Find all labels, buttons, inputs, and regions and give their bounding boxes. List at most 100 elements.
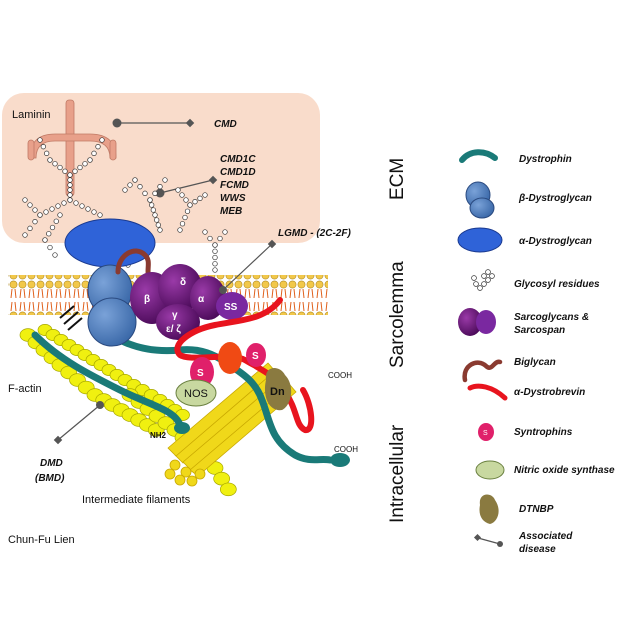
glycosyl-bead — [187, 202, 193, 208]
cooh-label-2: COOH — [334, 445, 358, 454]
glycosyl-bead — [72, 168, 78, 174]
glycosyl-bead — [27, 225, 33, 231]
dystrobrevin-shape — [174, 297, 315, 433]
glycosyl-icon — [471, 269, 495, 291]
glycosyl-bead — [212, 261, 218, 267]
legend-label-dtnbp: DTNBP — [519, 504, 554, 515]
author-label: Chun-Fu Lien — [8, 534, 75, 546]
legend-label-syntrophins: Syntrophins — [514, 427, 573, 438]
glycosyl-bead — [202, 192, 208, 198]
glycosyl-bead — [79, 203, 85, 209]
legend-label-alpha-dg: α-Dystroglycan — [519, 236, 592, 247]
intermediate-filaments-label: Intermediate filaments — [82, 494, 191, 506]
meb-label: MEB — [220, 206, 242, 217]
sarcoglycan-icon — [458, 308, 496, 336]
glycosyl-bead — [37, 212, 43, 218]
glycosyl-bead — [177, 227, 183, 233]
delta-sg-label: δ — [180, 277, 186, 288]
legend-label-glycosyl: Glycosyl residues — [514, 279, 600, 290]
dystrophin-cterm — [330, 453, 350, 467]
glycosyl-bead — [77, 164, 83, 171]
glycosyl-bead — [53, 218, 59, 224]
glycosyl-bead — [27, 202, 33, 208]
glycosyl-bead — [95, 144, 101, 150]
glycosyl-bead — [67, 197, 73, 203]
glycosyl-bead — [57, 164, 63, 171]
glycosyl-bead — [61, 200, 67, 206]
glycosyl-bead — [132, 177, 138, 183]
glycosyl-bead — [87, 157, 93, 163]
glycosyl-bead — [212, 248, 218, 254]
nos-icon — [475, 460, 505, 480]
glycosyl-bead — [82, 161, 88, 167]
dystrobrevin-blob — [218, 342, 242, 374]
glycosyl-bead — [127, 182, 133, 188]
glycosyl-bead — [212, 254, 218, 261]
nos-label: NOS — [184, 388, 208, 400]
beta-dystroglycan-icon — [465, 181, 495, 219]
alpha-dystroglycan-icon — [457, 227, 503, 253]
disease-icon — [473, 533, 503, 547]
glycosyl-bead — [47, 157, 53, 163]
cooh-label-1: COOH — [328, 371, 352, 380]
sarcospan-label: SS — [224, 302, 238, 313]
glycosyl-bead — [155, 222, 161, 228]
glycosyl-bead — [85, 206, 91, 212]
dtnbp-icon — [479, 494, 499, 524]
glycosyl-bead — [37, 137, 43, 143]
glycosyl-bead — [22, 197, 28, 203]
cmd-label: CMD — [214, 119, 237, 130]
glycosyl-bead — [122, 187, 128, 193]
cmd-pointer — [112, 118, 195, 128]
glycosyl-bead — [99, 137, 105, 143]
sarcoglycan-complex — [130, 264, 248, 340]
glycosyl-bead — [22, 232, 28, 238]
legend-label-dystrophin: Dystrophin — [519, 154, 572, 165]
dn-label: Dn — [270, 386, 285, 398]
fcmd-label: FCMD — [220, 180, 249, 191]
sarcolemma-region-label: Sarcolemma — [387, 261, 408, 368]
glycosyl-bead — [49, 224, 56, 231]
glycosyl-bead — [40, 144, 46, 150]
gamma-sg-label: γ — [172, 310, 178, 321]
glycosyl-bead — [57, 212, 63, 218]
glycosyl-bead — [47, 244, 53, 251]
glycosyl-bead — [192, 199, 198, 205]
glycosyl-bead — [207, 235, 213, 242]
glycosyl-bead — [32, 219, 38, 225]
lgmd-label: LGMD - (2C-2F) — [278, 228, 351, 239]
dmd-label: DMD — [40, 458, 63, 469]
glycosyl-bead — [162, 177, 168, 183]
glycosyl-bead — [152, 190, 158, 196]
legend-label-sarcospan: Sarcospan — [514, 325, 565, 336]
glycosyl-bead — [97, 212, 103, 218]
glycosyl-bead — [67, 187, 73, 193]
glycosyl-bead — [175, 187, 181, 193]
glycosyl-bead — [91, 150, 97, 156]
dtnbp-shape — [264, 368, 292, 411]
glycosyl-bead — [52, 161, 58, 167]
glycosyl-bead — [49, 206, 55, 212]
legend-label-beta-dg: β-Dystroglycan — [518, 193, 592, 204]
dmd-pointer — [53, 401, 104, 445]
cmd1c-label: CMD1C — [220, 154, 256, 165]
legend-label-dystrobrevin: α-Dystrobrevin — [514, 387, 585, 398]
f-actin-label: F-actin — [8, 383, 42, 395]
nos-shape — [175, 379, 217, 407]
glycosyl-bead — [147, 197, 153, 203]
laminin-shape — [27, 99, 117, 197]
glycosyl-bead — [212, 242, 218, 248]
actin-link-marks — [59, 305, 83, 331]
glycosyl-bead — [157, 227, 163, 233]
glycosyl-bead — [197, 195, 203, 201]
legend-label-disease: disease — [519, 544, 556, 555]
syntrophin-label-2: S — [252, 351, 259, 362]
glycosyl-bead — [212, 267, 218, 273]
svg-text:S: S — [483, 430, 488, 437]
actin-bead — [219, 482, 237, 497]
glycosyl-bead — [32, 207, 38, 213]
glycosyl-bead — [150, 207, 156, 213]
syntrophin-icon: S — [478, 423, 494, 441]
glycosyl-bead — [182, 214, 188, 221]
